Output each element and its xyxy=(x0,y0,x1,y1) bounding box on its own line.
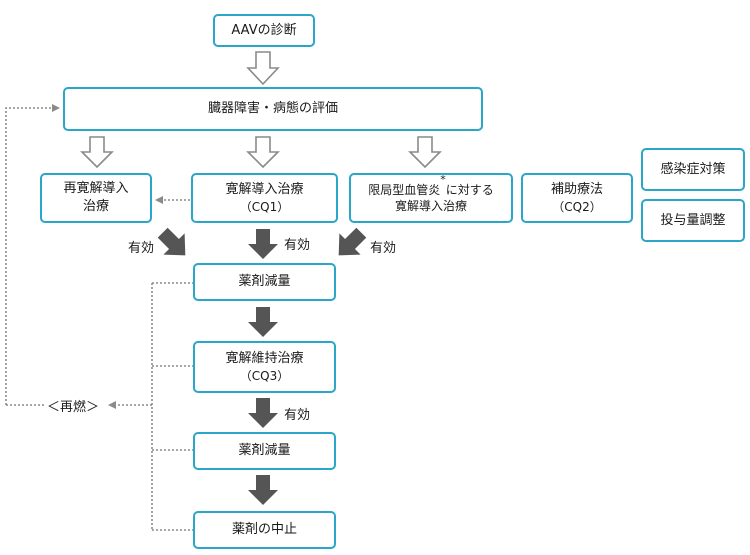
dotted-arrowhead-reinduction xyxy=(155,196,163,204)
hollow-arrow-diagnosis-to-evaluation xyxy=(246,51,280,86)
label-effective-maintenance: 有効 xyxy=(284,408,311,423)
hollow-arrow-to-limited xyxy=(408,136,442,169)
label-effective-center: 有効 xyxy=(284,238,311,253)
node-discontinue: 薬剤の中止 xyxy=(193,511,336,549)
node-limited-line1a: 限局型血管炎 xyxy=(368,182,441,197)
node-infection-text: 感染症対策 xyxy=(660,161,726,177)
dotted-arrowhead-evaluation xyxy=(52,104,60,112)
node-infection: 感染症対策 xyxy=(641,148,745,191)
solid-arrow-limited-to-taper xyxy=(338,227,367,256)
node-taper-2-text: 薬剤減量 xyxy=(238,443,291,459)
node-reinduction-line1: 再寛解導入 xyxy=(63,181,129,197)
node-limited-line2: 寛解導入治療 xyxy=(394,199,467,213)
solid-arrow-induction-to-taper xyxy=(248,229,278,259)
node-diagnosis-text: AAVの診断 xyxy=(231,22,297,38)
node-diagnosis: AAVの診断 xyxy=(213,14,315,47)
node-evaluation-text: 臓器障害・病態の評価 xyxy=(207,101,338,117)
node-taper-2: 薬剤減量 xyxy=(193,432,336,470)
node-reinduction: 再寛解導入 治療 xyxy=(40,173,152,223)
node-taper-1-text: 薬剤減量 xyxy=(238,274,291,290)
node-evaluation: 臓器障害・病態の評価 xyxy=(63,87,483,131)
node-limited-line1: 限局型血管炎*に対する xyxy=(368,174,494,198)
dotted-relapse-loop xyxy=(5,107,52,405)
solid-arrow-taper-to-discontinue xyxy=(248,475,278,505)
label-relapse: ＜再燃＞ xyxy=(47,400,100,415)
node-supportive-line1: 補助療法 xyxy=(550,182,603,198)
label-effective-left: 有効 xyxy=(128,241,155,256)
hollow-arrow-to-reinduction xyxy=(80,136,114,169)
node-maintenance-line2: （CQ3） xyxy=(239,368,290,383)
node-taper-1: 薬剤減量 xyxy=(193,263,336,301)
node-supportive-line2: （CQ2） xyxy=(552,199,602,214)
node-supportive: 補助療法 （CQ2） xyxy=(521,173,633,223)
node-induction-line1: 寛解導入治療 xyxy=(225,182,304,198)
node-limited-mark: * xyxy=(440,172,446,186)
node-induction-line2: （CQ1） xyxy=(239,199,290,214)
solid-arrow-taper-to-maintenance xyxy=(248,307,278,337)
node-induction: 寛解導入治療 （CQ1） xyxy=(191,173,338,223)
node-dose-adjust-text: 投与量調整 xyxy=(660,212,726,228)
solid-arrow-maintenance-to-taper xyxy=(248,398,278,428)
node-reinduction-line2: 治療 xyxy=(82,199,109,214)
node-maintenance-line1: 寛解維持治療 xyxy=(225,351,304,367)
node-dose-adjust: 投与量調整 xyxy=(641,199,745,242)
node-discontinue-text: 薬剤の中止 xyxy=(231,522,297,538)
solid-arrow-reinduction-to-taper xyxy=(157,227,186,256)
label-effective-right: 有効 xyxy=(370,241,397,256)
node-limited: 限局型血管炎*に対する 寛解導入治療 xyxy=(349,173,513,223)
node-maintenance: 寛解維持治療 （CQ3） xyxy=(193,341,336,393)
hollow-arrow-to-induction xyxy=(246,136,280,169)
dotted-arrowhead-relapse xyxy=(108,401,116,409)
node-limited-line1b: に対する xyxy=(445,182,494,197)
